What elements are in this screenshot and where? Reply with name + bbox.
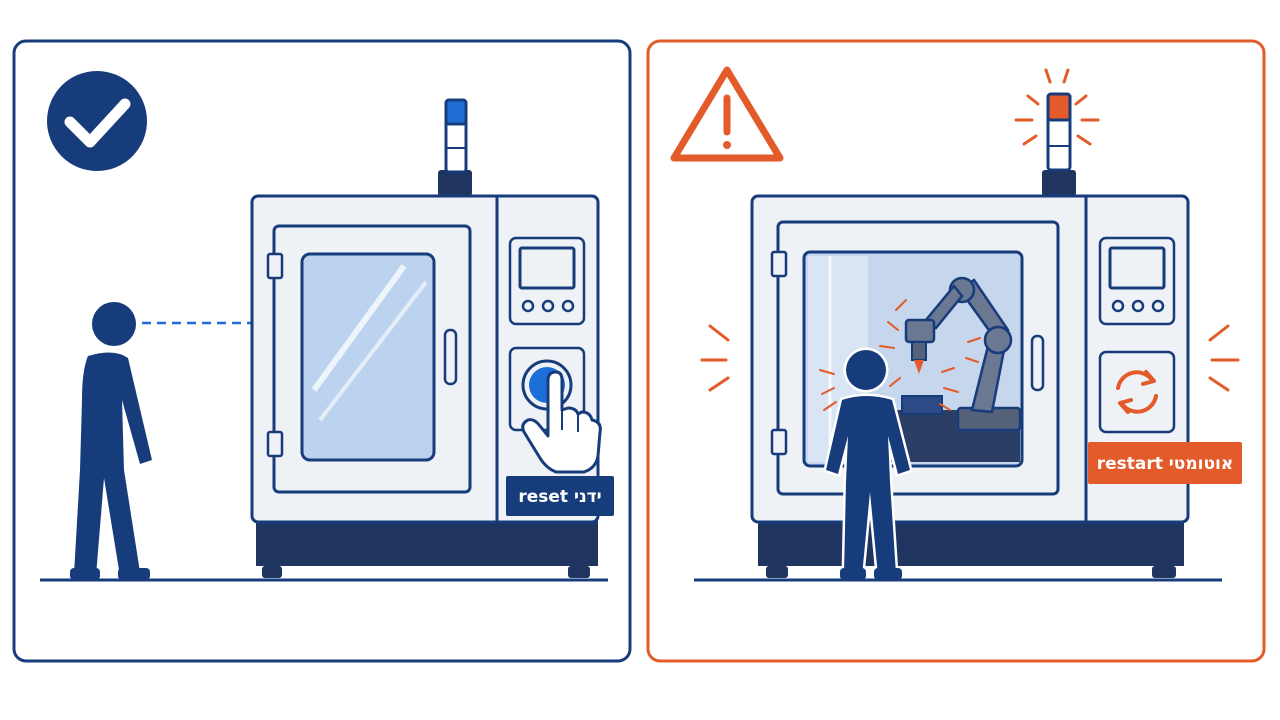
checkmark-icon xyxy=(47,71,147,171)
alarm-rays-side xyxy=(700,324,1240,392)
label-manual-reset-text: reset ידני xyxy=(518,487,601,507)
restart-arrows-icon xyxy=(1116,370,1158,414)
pointing-hand-icon xyxy=(521,370,602,474)
left-panel: reset ידני xyxy=(12,39,632,663)
beacon-light-blue xyxy=(438,98,472,196)
operator-figure xyxy=(70,302,152,580)
door-handle xyxy=(1030,334,1045,392)
robot-arm xyxy=(904,276,1022,432)
label-manual-reset: reset ידני xyxy=(506,476,614,516)
warning-icon xyxy=(670,66,784,162)
operator-figure-in-danger xyxy=(823,347,914,580)
door-handle xyxy=(443,328,458,386)
label-auto-restart-text: restart אוטומטי xyxy=(1097,454,1234,474)
right-panel: restart אוטומטי xyxy=(646,39,1266,663)
machine-left: reset ידני xyxy=(250,98,614,578)
label-auto-restart: restart אוטומטי xyxy=(1088,442,1242,484)
control-screen xyxy=(518,246,576,290)
alarm-rays xyxy=(1014,68,1100,146)
spark-effects xyxy=(819,299,981,411)
beacon-light-orange xyxy=(1042,92,1076,196)
control-screen xyxy=(1108,246,1166,290)
